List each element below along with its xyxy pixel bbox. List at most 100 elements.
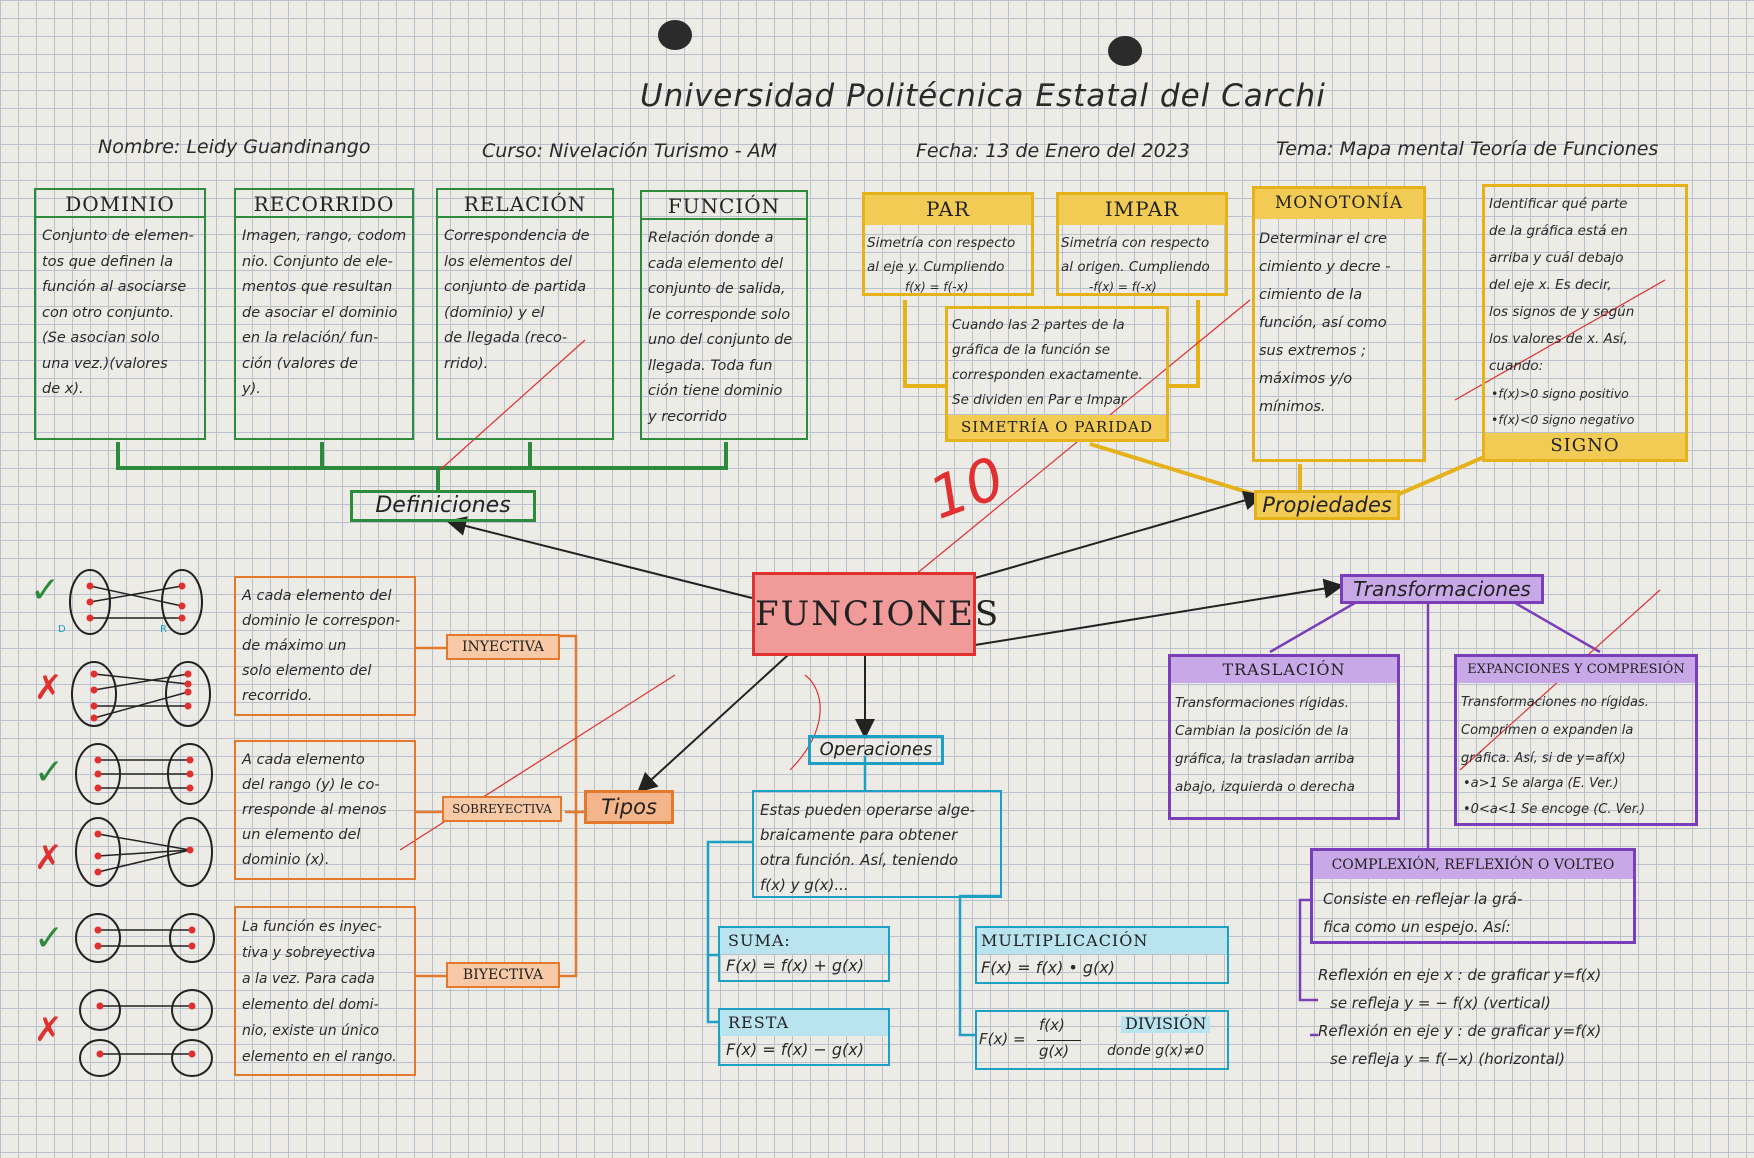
mapping-diagrams: [69, 569, 215, 1077]
definitions-bracket: [116, 442, 728, 490]
property-signo: Identificar qué parte de la gráfica está…: [1482, 184, 1688, 462]
type-text: La función es inyec- tiva y sobreyectiva…: [242, 919, 397, 1065]
punch-hole: [1108, 36, 1142, 66]
operations-intro: Estas pueden operarse alge- braicamente …: [752, 790, 1002, 898]
property-par: PAR Simetría con respecto al eje y. Cump…: [862, 192, 1034, 296]
division-formula-left: F(x) =: [979, 1030, 1026, 1048]
transformation-title: COMPLEXIÓN, REFLEXIÓN O VOLTEO: [1313, 851, 1633, 879]
property-simetria: Cuando las 2 partes de la gráfica de la …: [945, 306, 1169, 442]
property-text: Cuando las 2 partes de la gráfica de la …: [952, 317, 1143, 408]
type-sobreyectiva-label: SOBREYECTIVA: [442, 796, 562, 822]
transformation-title: EXPANCIONES Y COMPRESIÓN: [1457, 657, 1695, 683]
student-name: Nombre: Leidy Guandinango: [98, 136, 371, 158]
transformation-traslacion: TRASLACIÓN Transformaciones rígidas. Cam…: [1168, 654, 1400, 820]
transformation-expansiones: EXPANCIONES Y COMPRESIÓN Transformacione…: [1454, 654, 1698, 826]
expansion-encoge: •0<a<1 Se encoge (C. Ver.): [1463, 802, 1646, 817]
expansion-alarga: •a>1 Se alarga (E. Ver.): [1463, 776, 1619, 791]
transformation-text: Transformaciones no rígidas. Comprimen o…: [1461, 695, 1649, 766]
reflexion-y-line2: se refleja y = f(−x) (horizontal): [1330, 1050, 1565, 1068]
property-title: MONOTONÍA: [1255, 189, 1423, 219]
definition-text: Imagen, rango, codom nio. Conjunto de el…: [242, 228, 407, 397]
definition-recorrido: RECORRIDO Imagen, rango, codom nio. Conj…: [234, 188, 414, 440]
set-d-label: D: [58, 624, 66, 635]
center-node: FUNCIONES: [752, 572, 998, 656]
property-monotonia: MONOTONÍA Determinar el cre cimiento y d…: [1252, 186, 1426, 462]
check-icon: ✓: [34, 752, 65, 793]
transformation-title: TRASLACIÓN: [1171, 657, 1397, 683]
property-title: PAR: [865, 195, 1031, 225]
type-text: A cada elemento del dominio le correspon…: [242, 588, 401, 704]
division-numerator: f(x): [1039, 1016, 1065, 1034]
check-icon: ✓: [34, 918, 65, 959]
type-inyectiva-box: A cada elemento del dominio le correspon…: [234, 576, 416, 716]
properties-connectors: [903, 300, 1501, 500]
punch-hole: [658, 20, 692, 50]
type-biyectiva-label: BIYECTIVA: [446, 962, 560, 988]
operation-formula: F(x) = f(x) + g(x): [726, 956, 865, 975]
property-title: SIMETRÍA O PARIDAD: [948, 415, 1166, 439]
definition-text: Relación donde a cada elemento del conju…: [648, 230, 793, 425]
reflexion-x-line2: se refleja y = − f(x) (vertical): [1330, 994, 1551, 1012]
definition-funcion: FUNCIÓN Relación donde a cada elemento d…: [640, 190, 808, 440]
properties-label: Propiedades: [1254, 490, 1400, 520]
type-biyectiva-box: La función es inyec- tiva y sobreyectiva…: [234, 906, 416, 1076]
set-r-label: R: [160, 624, 167, 635]
definition-title: RECORRIDO: [236, 190, 412, 218]
type-inyectiva-label: INYECTIVA: [446, 634, 560, 660]
operation-title: RESTA: [720, 1010, 888, 1036]
operation-title: DIVISIÓN: [1121, 1015, 1211, 1033]
transformation-text: Transformaciones rígidas. Cambian la pos…: [1175, 695, 1355, 795]
reflexion-y-line1: Reflexión en eje y : de graficar y=f(x): [1318, 1022, 1602, 1040]
division-bar: [1037, 1040, 1081, 1041]
property-formula: -f(x) = f(-x): [1089, 280, 1157, 294]
operation-formula: F(x) = f(x) • g(x): [981, 958, 1116, 977]
type-sobreyectiva-box: A cada elemento del rango (y) le co- rre…: [234, 740, 416, 880]
operation-title: MULTIPLICACIÓN: [977, 928, 1227, 954]
operation-formula: F(x) = f(x) − g(x): [726, 1040, 865, 1059]
property-text: Simetría con respecto al origen. Cumplie…: [1061, 235, 1210, 275]
signo-positive: •f(x)>0 signo positivo: [1491, 386, 1629, 401]
definition-text: Correspondencia de los elementos del con…: [444, 228, 590, 372]
type-text: A cada elemento del rango (y) le co- rre…: [242, 752, 387, 868]
transformation-text: Consiste en reflejar la grá- fica como u…: [1323, 890, 1523, 936]
division-condition: donde g(x)≠0: [1107, 1043, 1205, 1059]
operations-intro-text: Estas pueden operarse alge- braicamente …: [760, 801, 976, 894]
operation-resta: RESTA F(x) = f(x) − g(x): [718, 1008, 890, 1066]
operations-label: Operaciones: [808, 735, 944, 765]
property-title: IMPAR: [1059, 195, 1225, 225]
property-impar: IMPAR Simetría con respecto al origen. C…: [1056, 192, 1228, 296]
date: Fecha: 13 de Enero del 2023: [916, 140, 1190, 162]
topic: Tema: Mapa mental Teoría de Funciones: [1276, 138, 1659, 160]
types-label: Tipos: [584, 790, 674, 824]
definition-text: Conjunto de elemen- tos que definen la f…: [42, 228, 194, 397]
types-connectors: [416, 634, 584, 978]
university-title: Universidad Politécnica Estatal del Carc…: [640, 78, 1326, 114]
operation-multiplicacion: MULTIPLICACIÓN F(x) = f(x) • g(x): [975, 926, 1229, 984]
operation-division: F(x) = f(x) g(x) DIVISIÓN donde g(x)≠0: [975, 1010, 1229, 1070]
transformations-connectors: [1269, 598, 1601, 1037]
center-arrows: [446, 490, 1344, 793]
operation-title: SUMA:: [720, 928, 888, 954]
property-formula: f(x) = f(-x): [905, 280, 969, 294]
property-text: Simetría con respecto al eje y. Cumplien…: [867, 235, 1016, 275]
cross-icon: ✗: [34, 1010, 63, 1050]
property-text: Identificar qué parte de la gráfica está…: [1489, 196, 1635, 374]
definition-title: RELACIÓN: [438, 190, 612, 218]
definition-relacion: RELACIÓN Correspondencia de los elemento…: [436, 188, 614, 440]
transformations-label: Transformaciones: [1340, 574, 1544, 604]
division-denominator: g(x): [1039, 1042, 1070, 1060]
definition-dominio: DOMINIO Conjunto de elemen- tos que defi…: [34, 188, 206, 440]
signo-negative: •f(x)<0 signo negativo: [1491, 412, 1635, 427]
course: Curso: Nivelación Turismo - AM: [482, 140, 778, 162]
check-icon: ✓: [30, 570, 61, 611]
definition-title: FUNCIÓN: [642, 192, 806, 220]
transformation-reflexion: COMPLEXIÓN, REFLEXIÓN O VOLTEO Consiste …: [1310, 848, 1636, 944]
operation-suma: SUMA: F(x) = f(x) + g(x): [718, 926, 890, 982]
definitions-label: Definiciones: [350, 490, 536, 522]
cross-icon: ✗: [34, 838, 63, 878]
property-title: SIGNO: [1485, 433, 1685, 459]
property-text: Determinar el cre cimiento y decre - cim…: [1259, 231, 1391, 415]
definition-title: DOMINIO: [36, 190, 204, 218]
